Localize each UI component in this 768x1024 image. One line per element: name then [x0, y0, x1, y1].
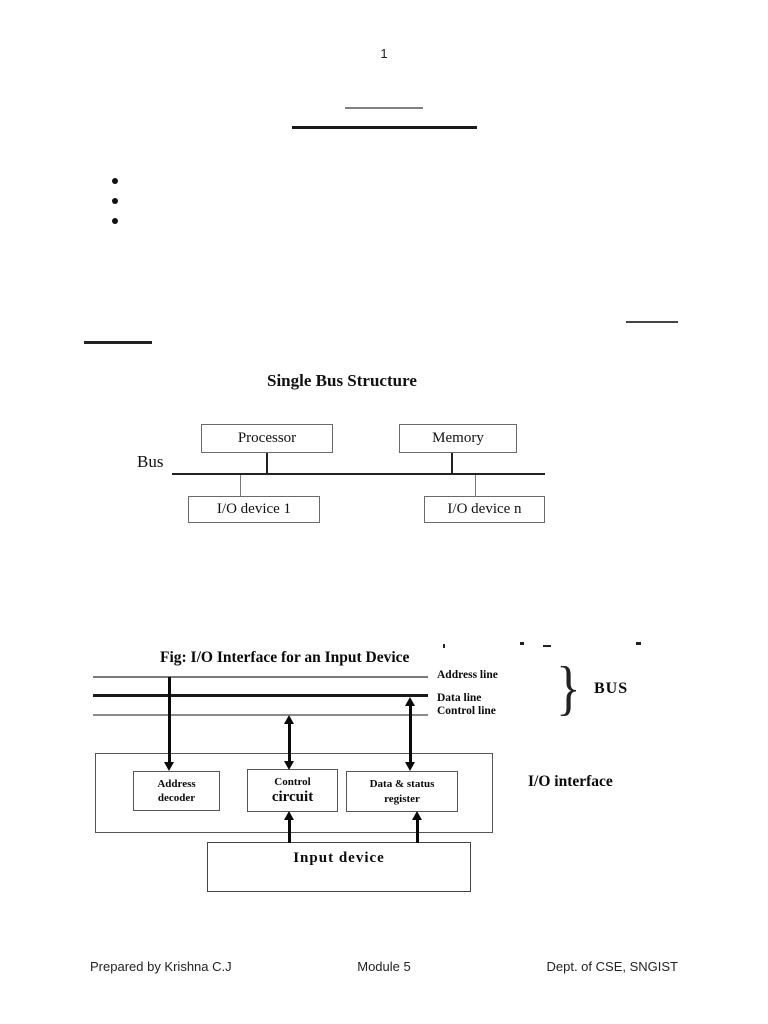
data-arrow	[409, 704, 412, 764]
footer-department: Dept. of CSE, SNGIST	[546, 959, 679, 974]
control-arrowhead-icon	[283, 715, 294, 724]
input-device-label: Input device	[293, 850, 385, 866]
address-decoder-label-line1: Address	[157, 777, 196, 790]
address-line-label: Address line	[437, 669, 498, 681]
address-arrow	[168, 677, 171, 764]
footer-module: Module 5	[357, 959, 411, 974]
io-device-n-label: I/O device n	[447, 501, 522, 517]
data-arrowhead-icon	[404, 762, 415, 771]
bus-line	[172, 473, 545, 475]
input-arrowhead-icon	[283, 811, 294, 820]
bus-group-label: BUS	[594, 680, 629, 697]
io-device-1-label: I/O device 1	[216, 501, 292, 517]
address-arrowhead-icon	[163, 762, 174, 771]
control-line-label: Control line	[437, 705, 496, 717]
bullet-point	[112, 198, 118, 204]
blank-underline	[292, 126, 477, 129]
bullet-point	[112, 178, 118, 184]
io-interface-label: I/O interface	[528, 773, 613, 790]
page-number: 1	[380, 46, 388, 61]
cropped-text-artifact	[636, 642, 641, 645]
processor-box: Processor	[201, 424, 333, 453]
input-arrowhead-icon	[411, 811, 422, 820]
connector-line	[266, 453, 268, 473]
single-bus-structure-heading: Single Bus Structure	[267, 371, 417, 390]
address-bus-line	[93, 676, 428, 678]
blank-underline	[84, 341, 152, 344]
memory-label: Memory	[432, 430, 484, 446]
address-decoder-label-line2: decoder	[157, 792, 196, 804]
footer-author: Prepared by Krishna C.J	[90, 959, 232, 974]
control-arrowhead-icon	[283, 761, 294, 770]
data-status-register-box: Data & status register	[346, 771, 458, 812]
data-status-register-label-line2: register	[384, 792, 420, 805]
input-to-control-arrow	[288, 819, 291, 843]
control-circuit-label-line2: circuit	[271, 789, 314, 806]
control-circuit-label-line1: Control	[274, 775, 311, 788]
bus-brace-icon: }	[556, 655, 581, 721]
io-device-n-box: I/O device n	[424, 496, 545, 523]
cropped-text-artifact	[520, 642, 524, 645]
control-bus-line	[93, 714, 428, 716]
data-arrowhead-icon	[404, 697, 415, 706]
io-device-1-box: I/O device 1	[188, 496, 320, 523]
blank-underline	[626, 321, 678, 323]
memory-box: Memory	[399, 424, 517, 453]
control-circuit-box: Control circuit	[247, 769, 338, 812]
data-status-register-label-line1: Data & status	[369, 778, 435, 791]
data-line-label: Data line	[437, 692, 482, 704]
figure-title: Fig: I/O Interface for an Input Device	[160, 649, 410, 666]
bullet-point	[112, 218, 118, 224]
cropped-text-artifact	[443, 644, 445, 648]
io-interface-box	[95, 753, 493, 833]
input-to-register-arrow	[416, 819, 419, 843]
data-bus-line	[93, 694, 428, 697]
processor-label: Processor	[237, 430, 297, 446]
bus-label: Bus	[137, 452, 164, 471]
connector-line	[451, 453, 453, 473]
input-device-box: Input device	[207, 842, 471, 892]
control-arrow	[288, 722, 291, 764]
cropped-text-artifact	[543, 645, 551, 647]
connector-line	[475, 475, 477, 496]
address-decoder-box: Address decoder	[133, 771, 220, 811]
blank-underline	[345, 107, 423, 109]
connector-line	[240, 475, 242, 496]
